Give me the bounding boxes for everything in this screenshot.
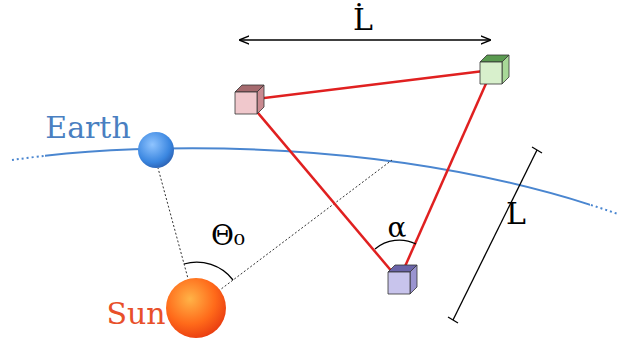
bracket-cap (532, 147, 542, 153)
sun-constellation-line (196, 160, 392, 308)
spacecraft-cube (480, 55, 509, 84)
armlength-rate-arrow (240, 39, 490, 40)
earth-label: Earth (45, 113, 131, 143)
armlength-label: L (506, 199, 526, 229)
armlength-rate-label: L̇ (353, 5, 373, 35)
laser-link (247, 70, 492, 100)
spacecraft-cube (235, 85, 264, 114)
bracket-cap (448, 317, 458, 323)
armlength-bracket (453, 150, 537, 320)
theta-arc (184, 262, 233, 280)
angle-label: Θ₀ (211, 222, 245, 250)
laser-link (247, 100, 399, 280)
sun (166, 278, 226, 338)
angle-label: α (388, 214, 407, 242)
spacecraft-cube (388, 265, 417, 294)
earth (138, 132, 174, 168)
sun-label: Sun (106, 299, 165, 329)
laser-link (399, 70, 492, 280)
